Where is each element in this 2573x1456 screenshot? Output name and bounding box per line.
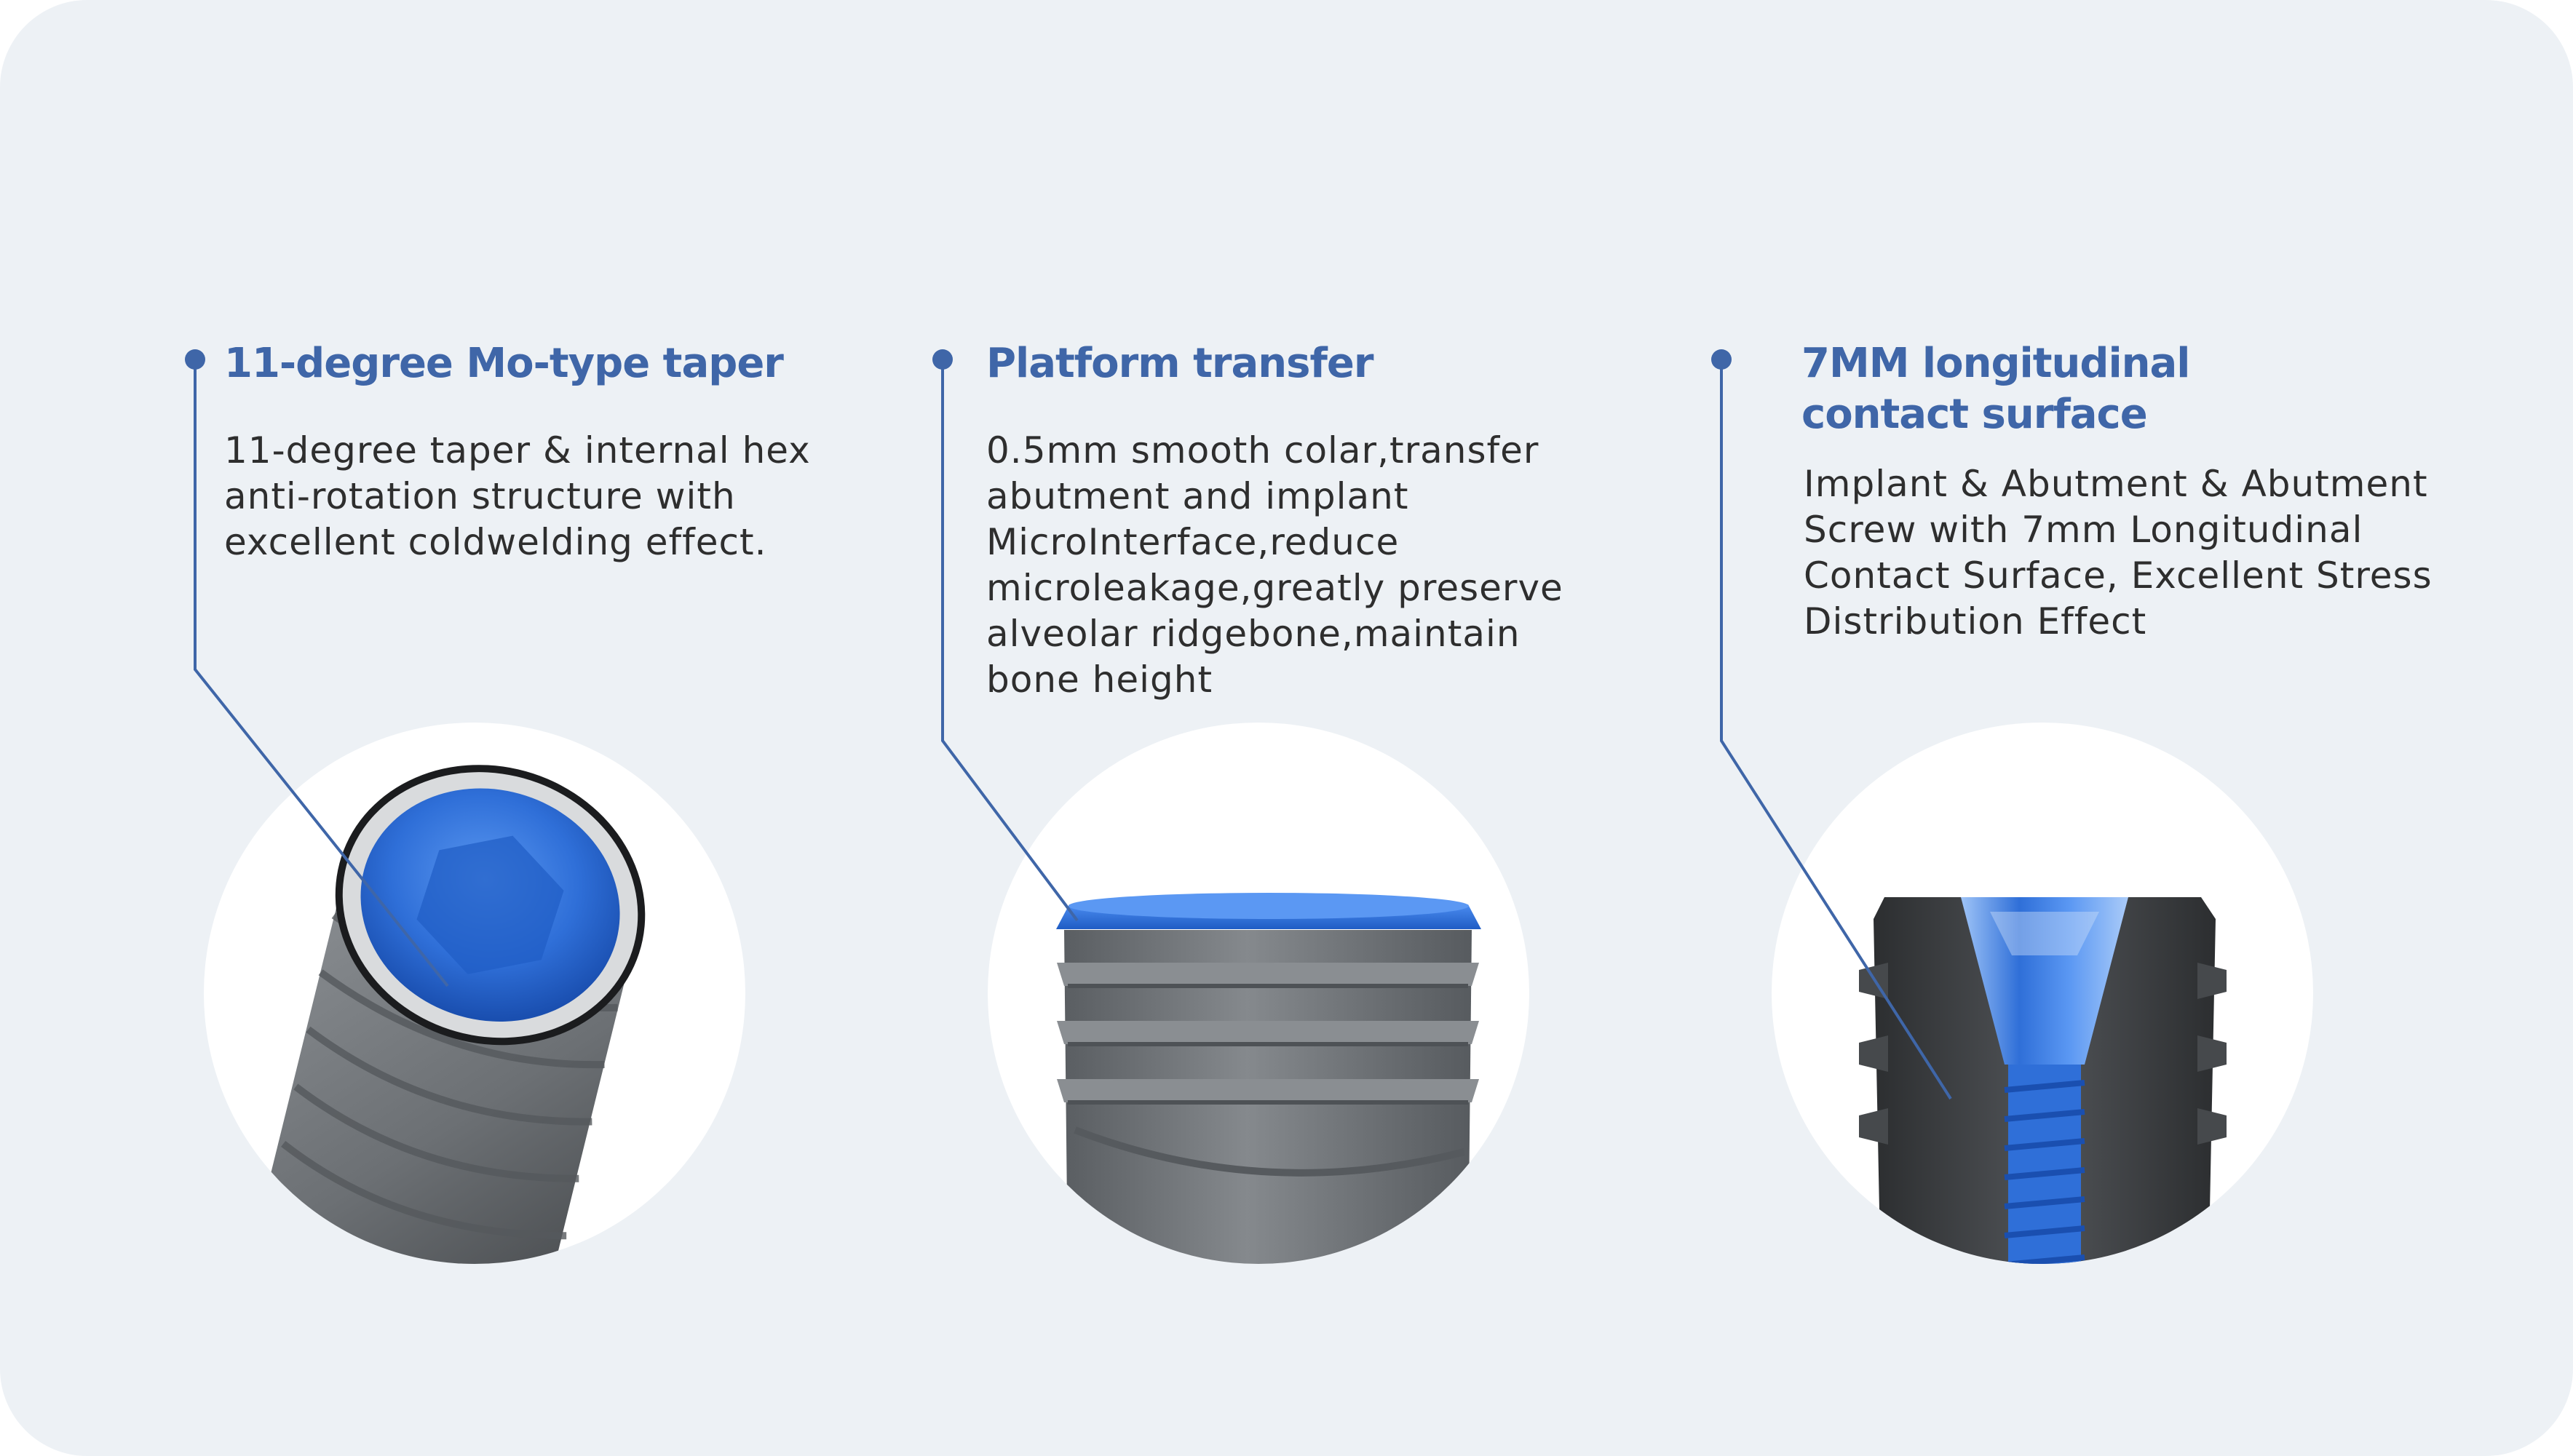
implant-cross-section-image (1772, 723, 2313, 1264)
feature-title-contact-surface: 7MM longitudinal contact surface (1801, 340, 2191, 438)
connector-dot-3 (1711, 349, 1732, 370)
connector-dot-1 (185, 349, 205, 370)
feature-desc-platform: 0.5mm smooth colar,transfer abutment and… (986, 429, 1563, 701)
connector-dot-2 (932, 349, 953, 370)
feature-title-taper: 11-degree Mo-type taper (224, 340, 784, 387)
feature-desc-contact-surface: Implant & Abutment & Abutment Screw with… (1804, 463, 2433, 643)
implant-top-view-image (204, 723, 745, 1264)
implant-side-view-image (988, 723, 1529, 1264)
feature-title-platform: Platform transfer (986, 340, 1373, 387)
feature-desc-taper: 11-degree taper & internal hex anti-rota… (224, 429, 811, 563)
